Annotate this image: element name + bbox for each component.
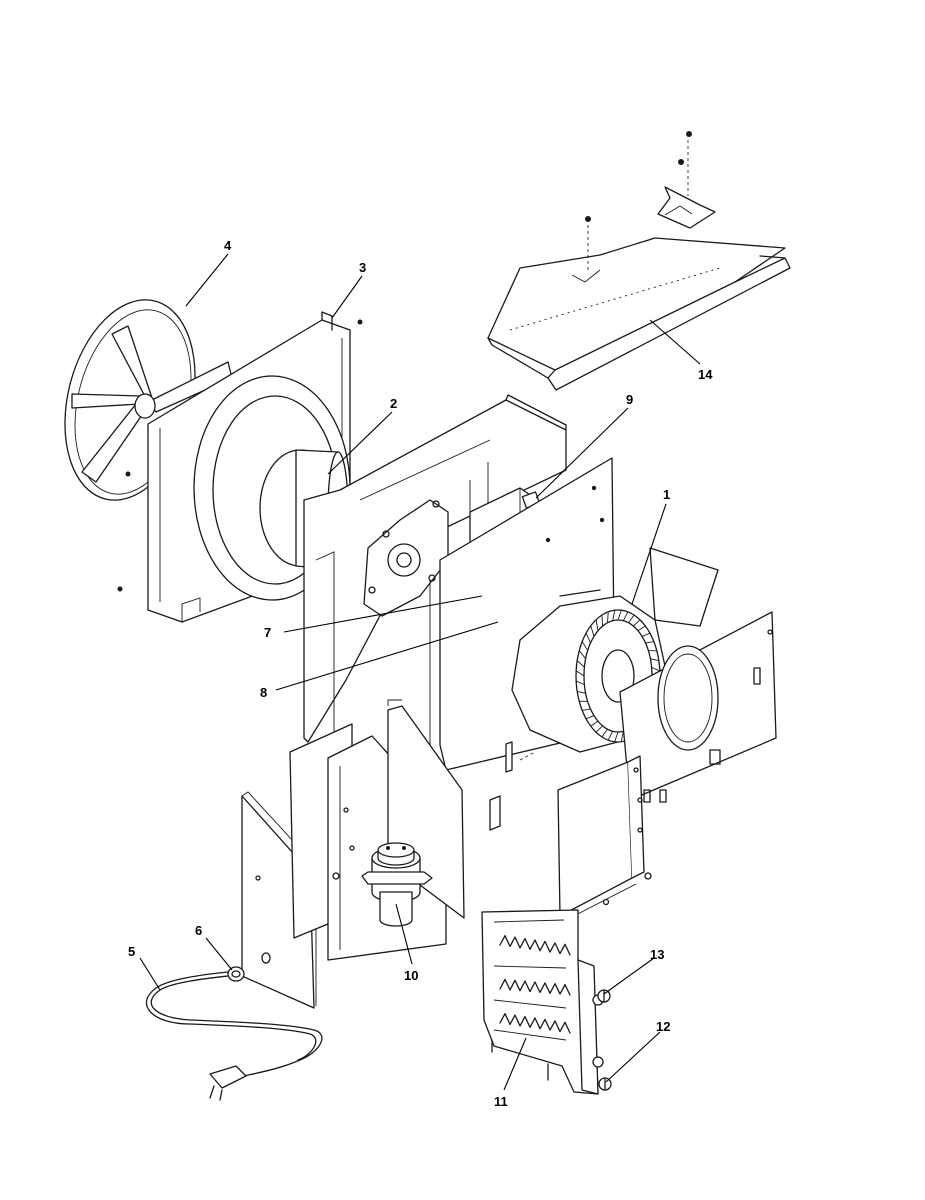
callout-3: 3 — [359, 260, 366, 275]
leader-lines — [139, 253, 701, 1091]
wheel-vane — [595, 725, 603, 733]
heater-coil — [499, 935, 571, 956]
wheel-vane — [575, 670, 585, 677]
callout-14: 14 — [698, 367, 713, 382]
callout-10: 10 — [404, 968, 418, 983]
callout-12: 12 — [656, 1019, 670, 1034]
strain-relief-bushing — [227, 966, 245, 982]
leader-13 — [603, 957, 655, 995]
wheel-vane — [651, 666, 661, 672]
wheel-vane — [620, 731, 624, 742]
wheel-vane — [633, 619, 641, 627]
wheel-vane — [614, 731, 619, 742]
heater-coil — [499, 1013, 571, 1034]
access-panel — [557, 755, 667, 921]
leader-14 — [649, 319, 701, 365]
leader-12 — [605, 1031, 661, 1083]
leader-4 — [185, 253, 229, 307]
wheel-vane — [590, 625, 595, 637]
wheel-vane — [582, 708, 591, 711]
wheel-vane — [612, 610, 616, 621]
callout-4: 4 — [224, 238, 232, 253]
callout-5: 5 — [128, 944, 135, 959]
wheel-vane — [641, 632, 651, 637]
wheel-vane — [645, 641, 654, 644]
leader-11 — [503, 1037, 527, 1091]
leader-3 — [331, 275, 363, 319]
leader-6 — [205, 937, 233, 971]
leader-9 — [535, 407, 629, 499]
wheel-vane — [607, 611, 609, 623]
callout-6: 6 — [195, 923, 202, 938]
limit-switch-lower — [598, 1077, 612, 1091]
power-cord — [145, 971, 323, 1101]
callout-2: 2 — [390, 396, 397, 411]
wheel-vane — [628, 614, 635, 624]
wheel-vane — [637, 625, 646, 632]
wheel-vane — [590, 720, 599, 727]
leader-5 — [139, 957, 161, 991]
wheel-vane — [585, 632, 591, 644]
wheel-vane — [576, 660, 585, 668]
heater-coil — [499, 978, 571, 996]
wheel-vane — [607, 731, 614, 741]
wheel-vane — [577, 690, 586, 694]
callout-11: 11 — [494, 1094, 508, 1109]
leader-1 — [631, 503, 667, 605]
callout-7: 7 — [264, 625, 271, 640]
leader-2 — [327, 411, 393, 475]
callout-8: 8 — [260, 685, 267, 700]
center-bulkhead — [303, 394, 567, 743]
front-left-panel — [241, 791, 319, 1009]
wheel-vane — [578, 650, 587, 659]
evaporator-side-panel — [619, 611, 777, 801]
wheel-vane — [622, 611, 629, 621]
callout-1: 1 — [663, 487, 670, 502]
wheel-vane — [601, 728, 608, 738]
wheel-vane — [650, 658, 659, 662]
heater-assembly — [481, 909, 604, 1095]
wheel-vane — [617, 610, 622, 621]
top-cover-panel — [487, 131, 791, 391]
small-brackets — [489, 741, 536, 831]
wheel-vane — [585, 715, 595, 720]
leader-8 — [275, 621, 499, 691]
callout-labels: 1 2 3 4 5 6 7 8 9 10 11 12 13 14 — [128, 238, 713, 1109]
wheel-vane — [595, 619, 599, 631]
wheel-vane — [601, 614, 604, 627]
leader-10 — [395, 903, 413, 965]
leader-7 — [283, 595, 483, 633]
limit-switch-upper — [597, 989, 611, 1003]
wheel-vane — [581, 641, 589, 651]
wheel-vane — [575, 680, 585, 686]
capacitor — [361, 842, 433, 927]
callout-13: 13 — [650, 947, 664, 962]
callout-9: 9 — [626, 392, 633, 407]
